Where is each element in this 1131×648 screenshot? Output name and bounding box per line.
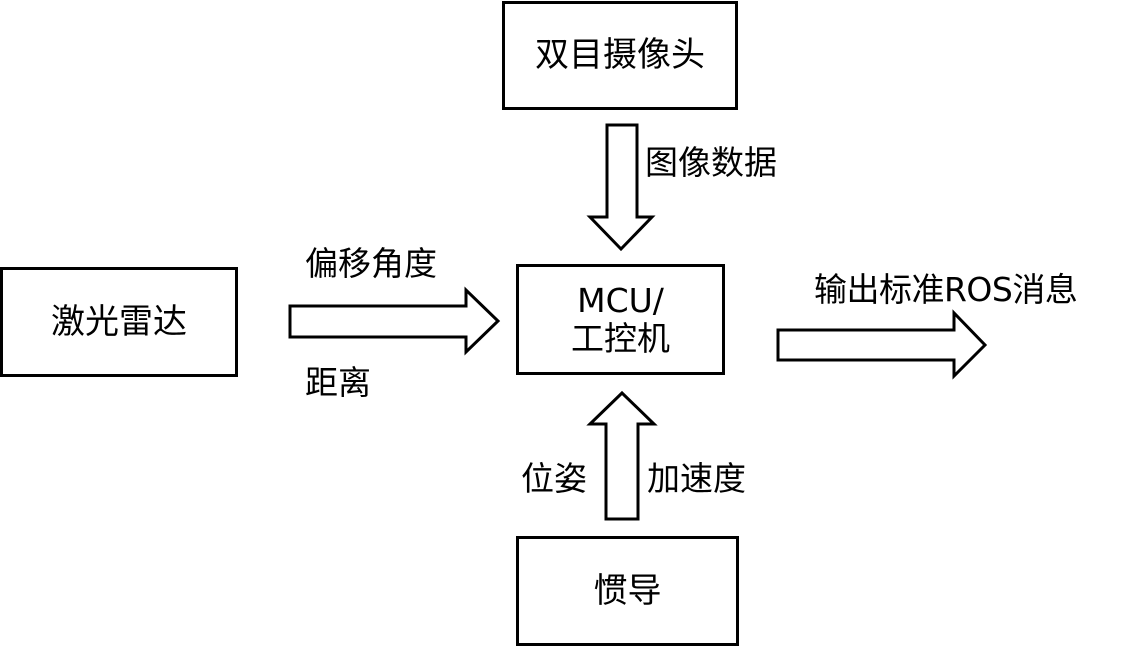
mcu-label-line2: 工控机 bbox=[571, 318, 670, 358]
arrow-mcu-output bbox=[776, 309, 988, 380]
lidar-box: 激光雷达 bbox=[0, 267, 238, 377]
arrow-camera-to-mcu bbox=[586, 123, 656, 252]
imu-label: 惯导 bbox=[593, 570, 662, 611]
camera-box: 双目摄像头 bbox=[502, 1, 738, 110]
arrow-imu-to-mcu bbox=[586, 390, 658, 521]
mcu-box: MCU/ 工控机 bbox=[516, 264, 725, 375]
edge-label-imu-acceleration: 加速度 bbox=[647, 459, 746, 498]
edge-label-camera-to-mcu: 图像数据 bbox=[645, 143, 777, 182]
edge-label-lidar-distance: 距离 bbox=[305, 363, 371, 402]
imu-box: 惯导 bbox=[516, 536, 739, 646]
edge-label-imu-pose: 位姿 bbox=[521, 459, 587, 498]
edge-label-mcu-output: 输出标准ROS消息 bbox=[814, 270, 1078, 309]
camera-label: 双目摄像头 bbox=[535, 35, 705, 76]
arrow-lidar-to-mcu bbox=[288, 286, 501, 356]
edge-label-lidar-angle: 偏移角度 bbox=[305, 244, 437, 283]
lidar-label: 激光雷达 bbox=[51, 301, 187, 342]
mcu-label-line1: MCU/ bbox=[577, 280, 664, 320]
